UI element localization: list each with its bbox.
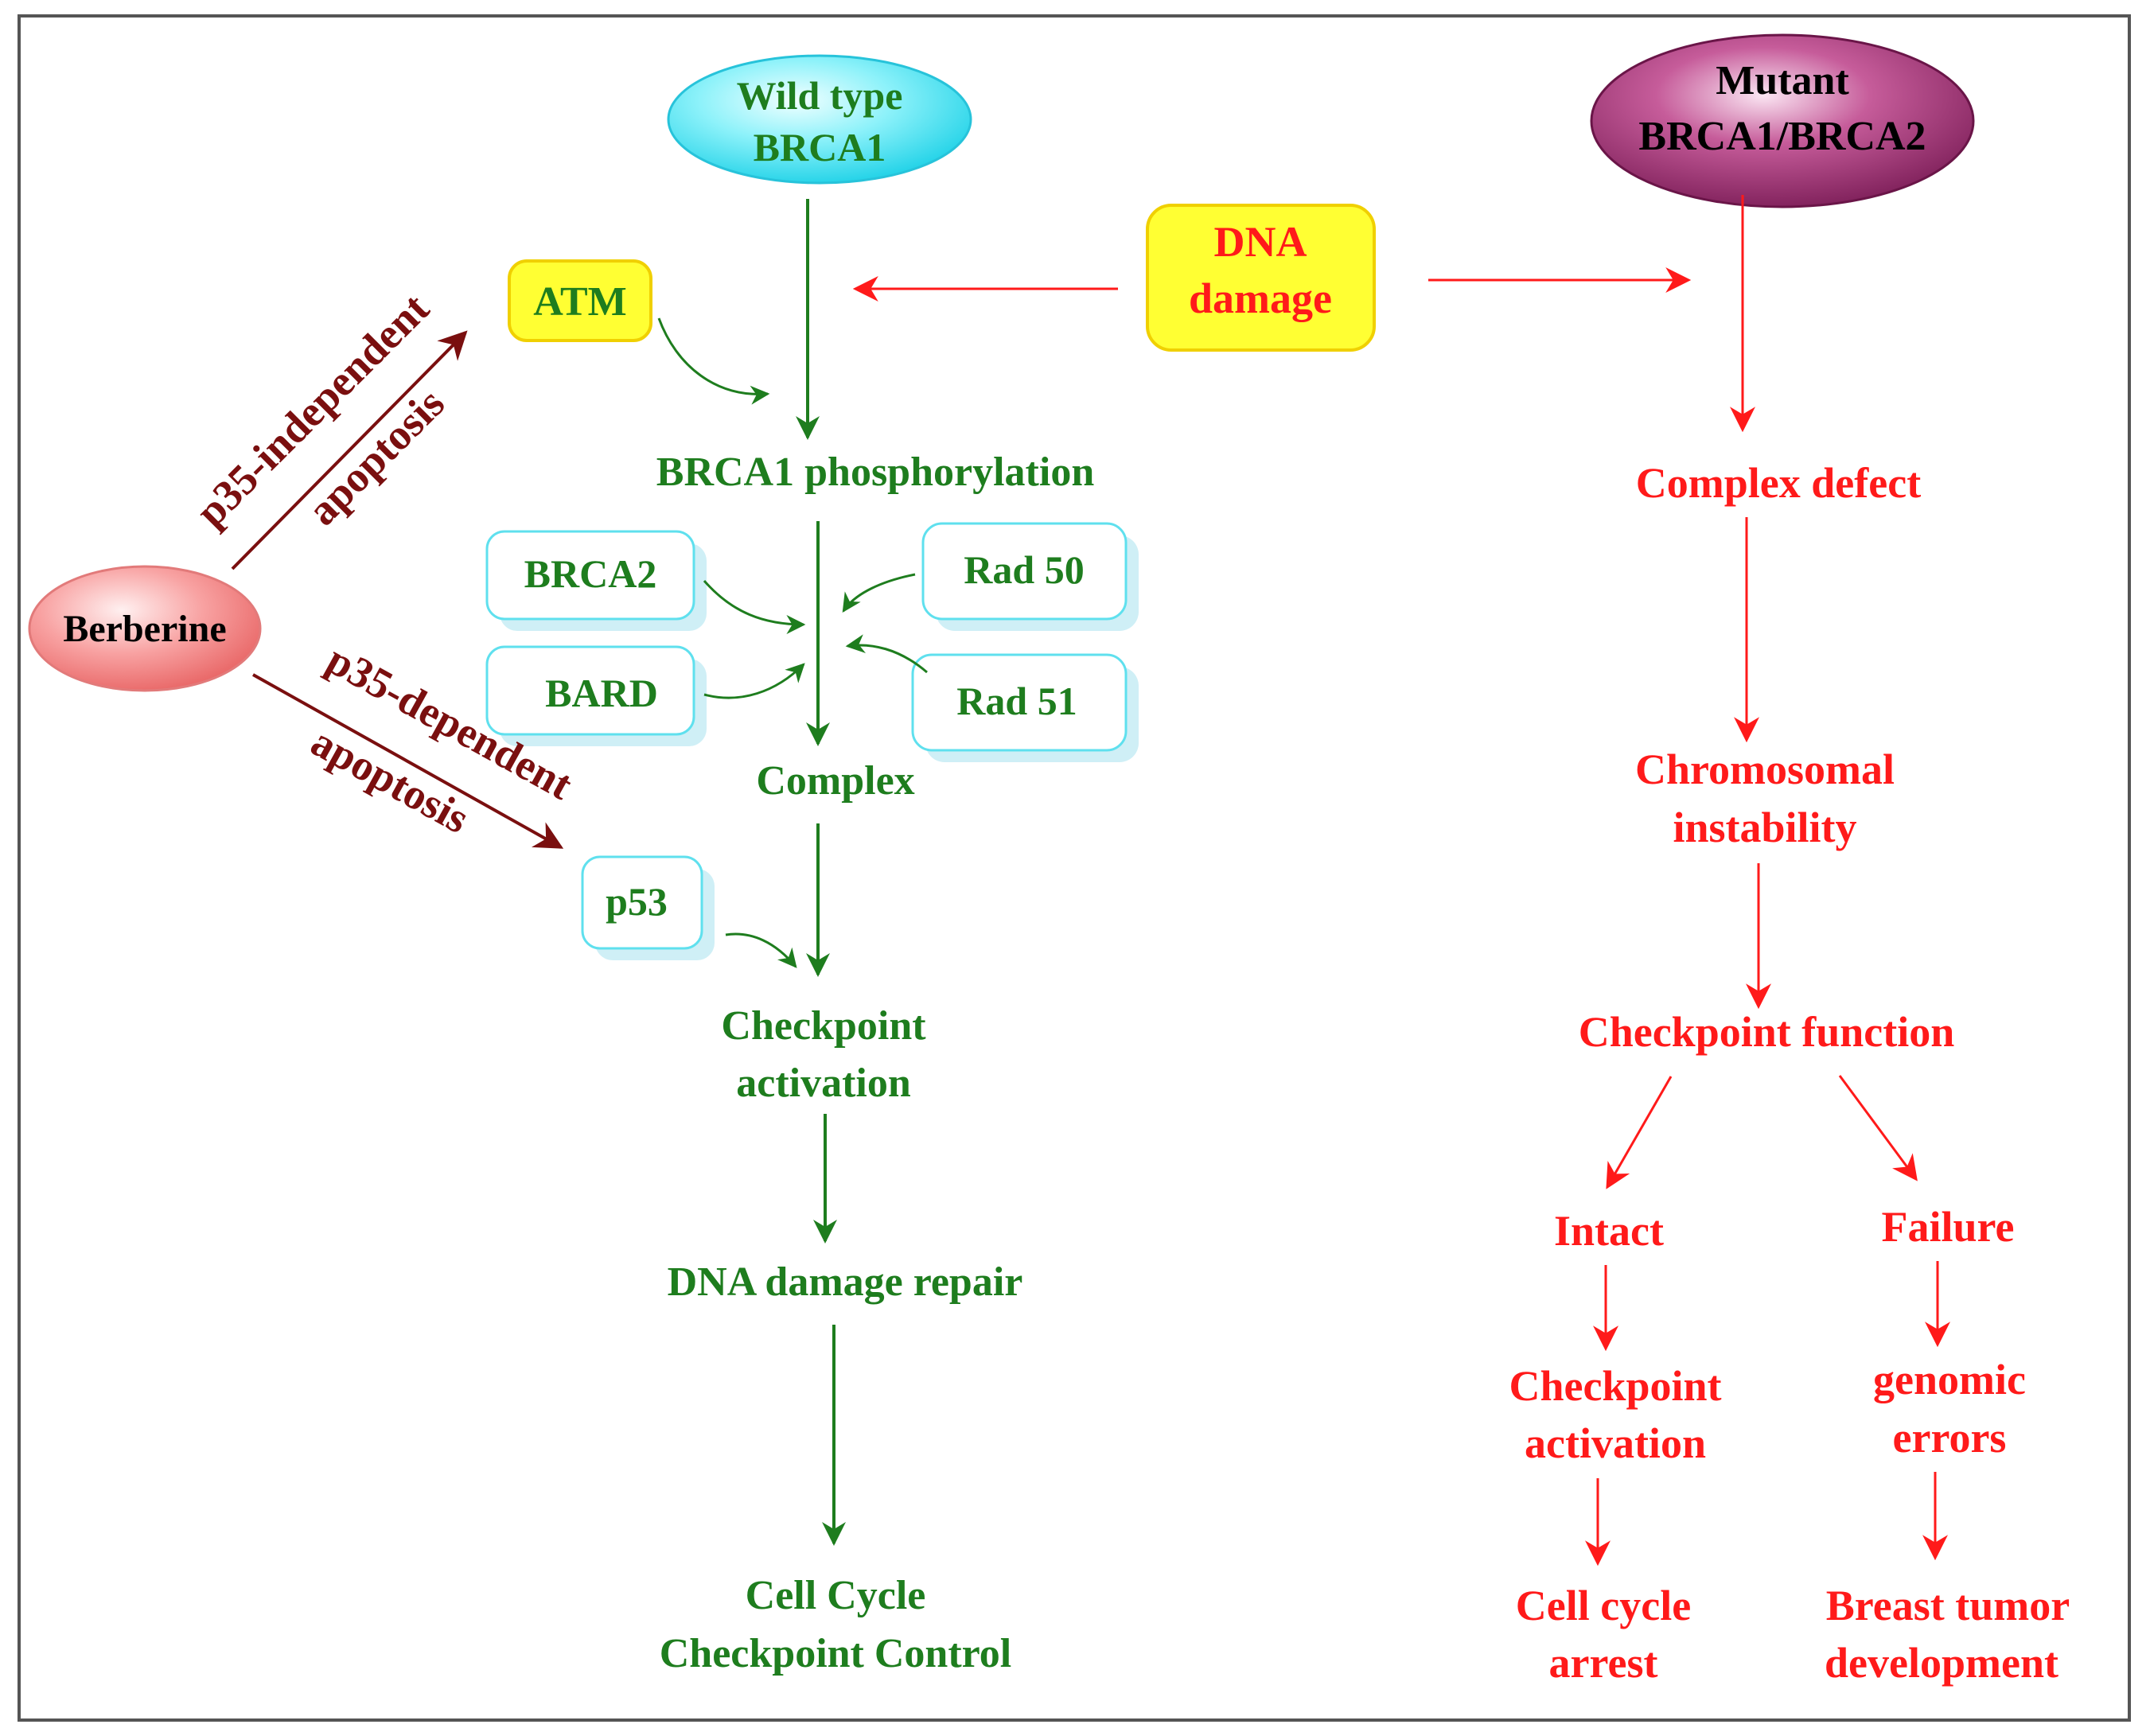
brca2-label: BRCA2 [524, 551, 657, 596]
dna-damage-node: DNA damage [1146, 204, 1376, 352]
cell-cycle-arrest-label-line1: Cell cycle [1516, 1582, 1691, 1629]
breast-tumor-label-line1: Breast tumor [1826, 1582, 2070, 1629]
arrow-berberine-to-atm [231, 330, 468, 570]
intact-label: Intact [1554, 1207, 1664, 1255]
breast-tumor-label-line2: development [1825, 1639, 2058, 1687]
chromosomal-instability-label-line2: instability [1673, 804, 1856, 851]
brca2-node: BRCA2 [485, 530, 707, 631]
diagram-frame [18, 14, 2131, 1722]
atm-node: ATM [508, 259, 652, 342]
checkpoint-activation-2-label-line1: Checkpoint [1509, 1362, 1721, 1410]
arrow-brca2-to-complex [703, 580, 806, 634]
bard-node: BARD [485, 645, 707, 746]
wild-type-label-line2: BRCA1 [754, 125, 886, 169]
failure-label: Failure [1882, 1203, 2015, 1251]
rad51-label: Rad 51 [956, 679, 1077, 723]
genomic-errors-label-line1: genomic [1873, 1356, 2026, 1403]
p53-node: p53 [581, 855, 715, 960]
p35-independent-label: p35-independent apoptosis [186, 284, 454, 535]
genomic-errors-label-line2: errors [1893, 1414, 2007, 1462]
complex-defect-label: Complex defect [1636, 459, 1921, 507]
arrow-checkpoint-function-to-intact [1606, 1076, 1673, 1189]
checkpoint-activation-label-line1: Checkpoint [721, 1003, 926, 1049]
arrow-checkpoint-function-to-failure [1838, 1075, 1918, 1181]
rad50-label: Rad 50 [964, 547, 1084, 592]
chromosomal-instability-label-line1: Chromosomal [1635, 745, 1895, 793]
arrow-bard-to-complex [703, 663, 805, 699]
rad50-node: Rad 50 [921, 522, 1139, 631]
wild-type-node: Wild type BRCA1 [667, 54, 972, 185]
arrow-p53-to-checkpoint [725, 932, 797, 968]
checkpoint-function-label: Checkpoint function [1579, 1008, 1955, 1056]
p53-label: p53 [606, 879, 668, 924]
checkpoint-activation-label-line2: activation [736, 1061, 911, 1106]
arrow-rad51-to-complex [845, 634, 928, 674]
cell-cycle-control-label-line1: Cell Cycle [746, 1573, 926, 1618]
checkpoint-activation-2-label-line2: activation [1525, 1419, 1706, 1467]
arrow-atm-to-brca1 [657, 317, 770, 405]
bard-label: BARD [545, 671, 658, 715]
mutant-label-line1: Mutant [1716, 58, 1849, 103]
brca1-phosphorylation-label: BRCA1 phosphorylation [656, 450, 1095, 495]
wild-type-label-line1: Wild type [737, 73, 903, 118]
mutant-node: Mutant BRCA1/BRCA2 [1590, 33, 1975, 208]
dna-damage-label-line1: DNA [1214, 218, 1307, 266]
atm-label: ATM [533, 279, 626, 325]
arrow-rad50-to-complex [842, 573, 916, 613]
complex-label: Complex [756, 758, 914, 804]
rad51-node: Rad 51 [911, 653, 1139, 762]
berberine-node: Berberine [28, 565, 262, 692]
berberine-label: Berberine [63, 608, 226, 650]
dna-damage-label-line2: damage [1189, 274, 1332, 322]
mutant-label-line2: BRCA1/BRCA2 [1638, 114, 1926, 159]
dna-damage-repair-label: DNA damage repair [668, 1259, 1023, 1305]
cell-cycle-control-label-line2: Checkpoint Control [660, 1631, 1012, 1676]
arrow-berberine-to-p53 [252, 673, 564, 849]
cell-cycle-arrest-label-line2: arrest [1549, 1639, 1658, 1687]
